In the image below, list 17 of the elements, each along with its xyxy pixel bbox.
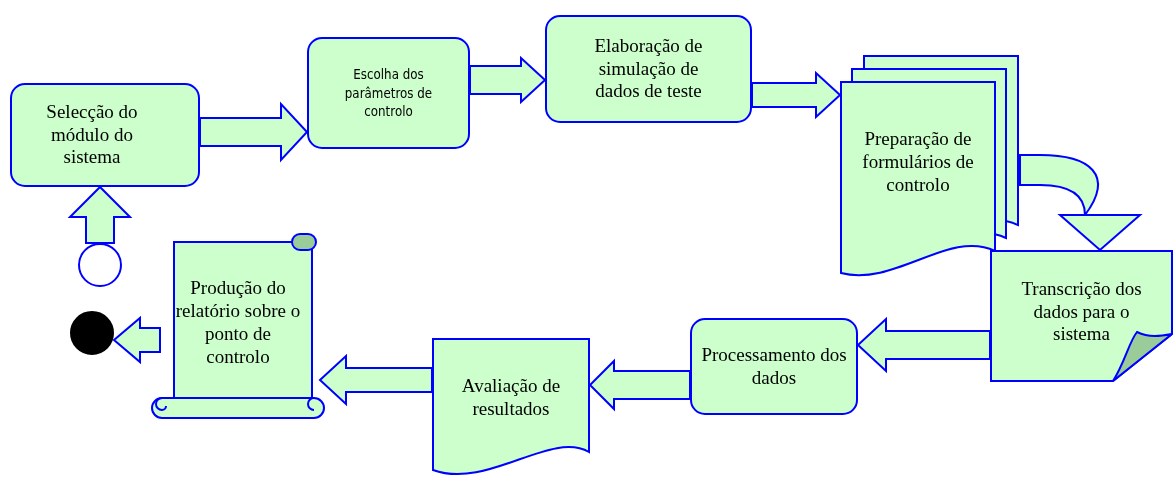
node-text: Transcrição dos dados para o sistema — [1020, 277, 1143, 347]
node-text: Produção do relatório sobre o ponto de controlo — [174, 277, 302, 369]
block-arrow — [588, 358, 691, 412]
block-arrow — [469, 55, 547, 105]
node-text: Elaboração de simulação de dados de teste — [593, 34, 704, 104]
block-arrow — [751, 70, 842, 120]
block-arrow — [67, 185, 133, 244]
node-text: Processamento dos dados — [700, 343, 848, 390]
block-arrow — [856, 316, 991, 374]
block-arrow — [318, 353, 433, 407]
node-text: Preparação de formulários de controlo — [861, 128, 975, 197]
node-text: Escolha dos parâmetros de controlo — [343, 64, 434, 122]
block-arrow — [112, 315, 161, 365]
node-text: Selecção do módulo do sistema — [45, 100, 139, 170]
block-arrow — [199, 101, 309, 163]
block-arrow — [1019, 154, 1141, 251]
node-text: Avaliação de resultados — [460, 375, 562, 421]
